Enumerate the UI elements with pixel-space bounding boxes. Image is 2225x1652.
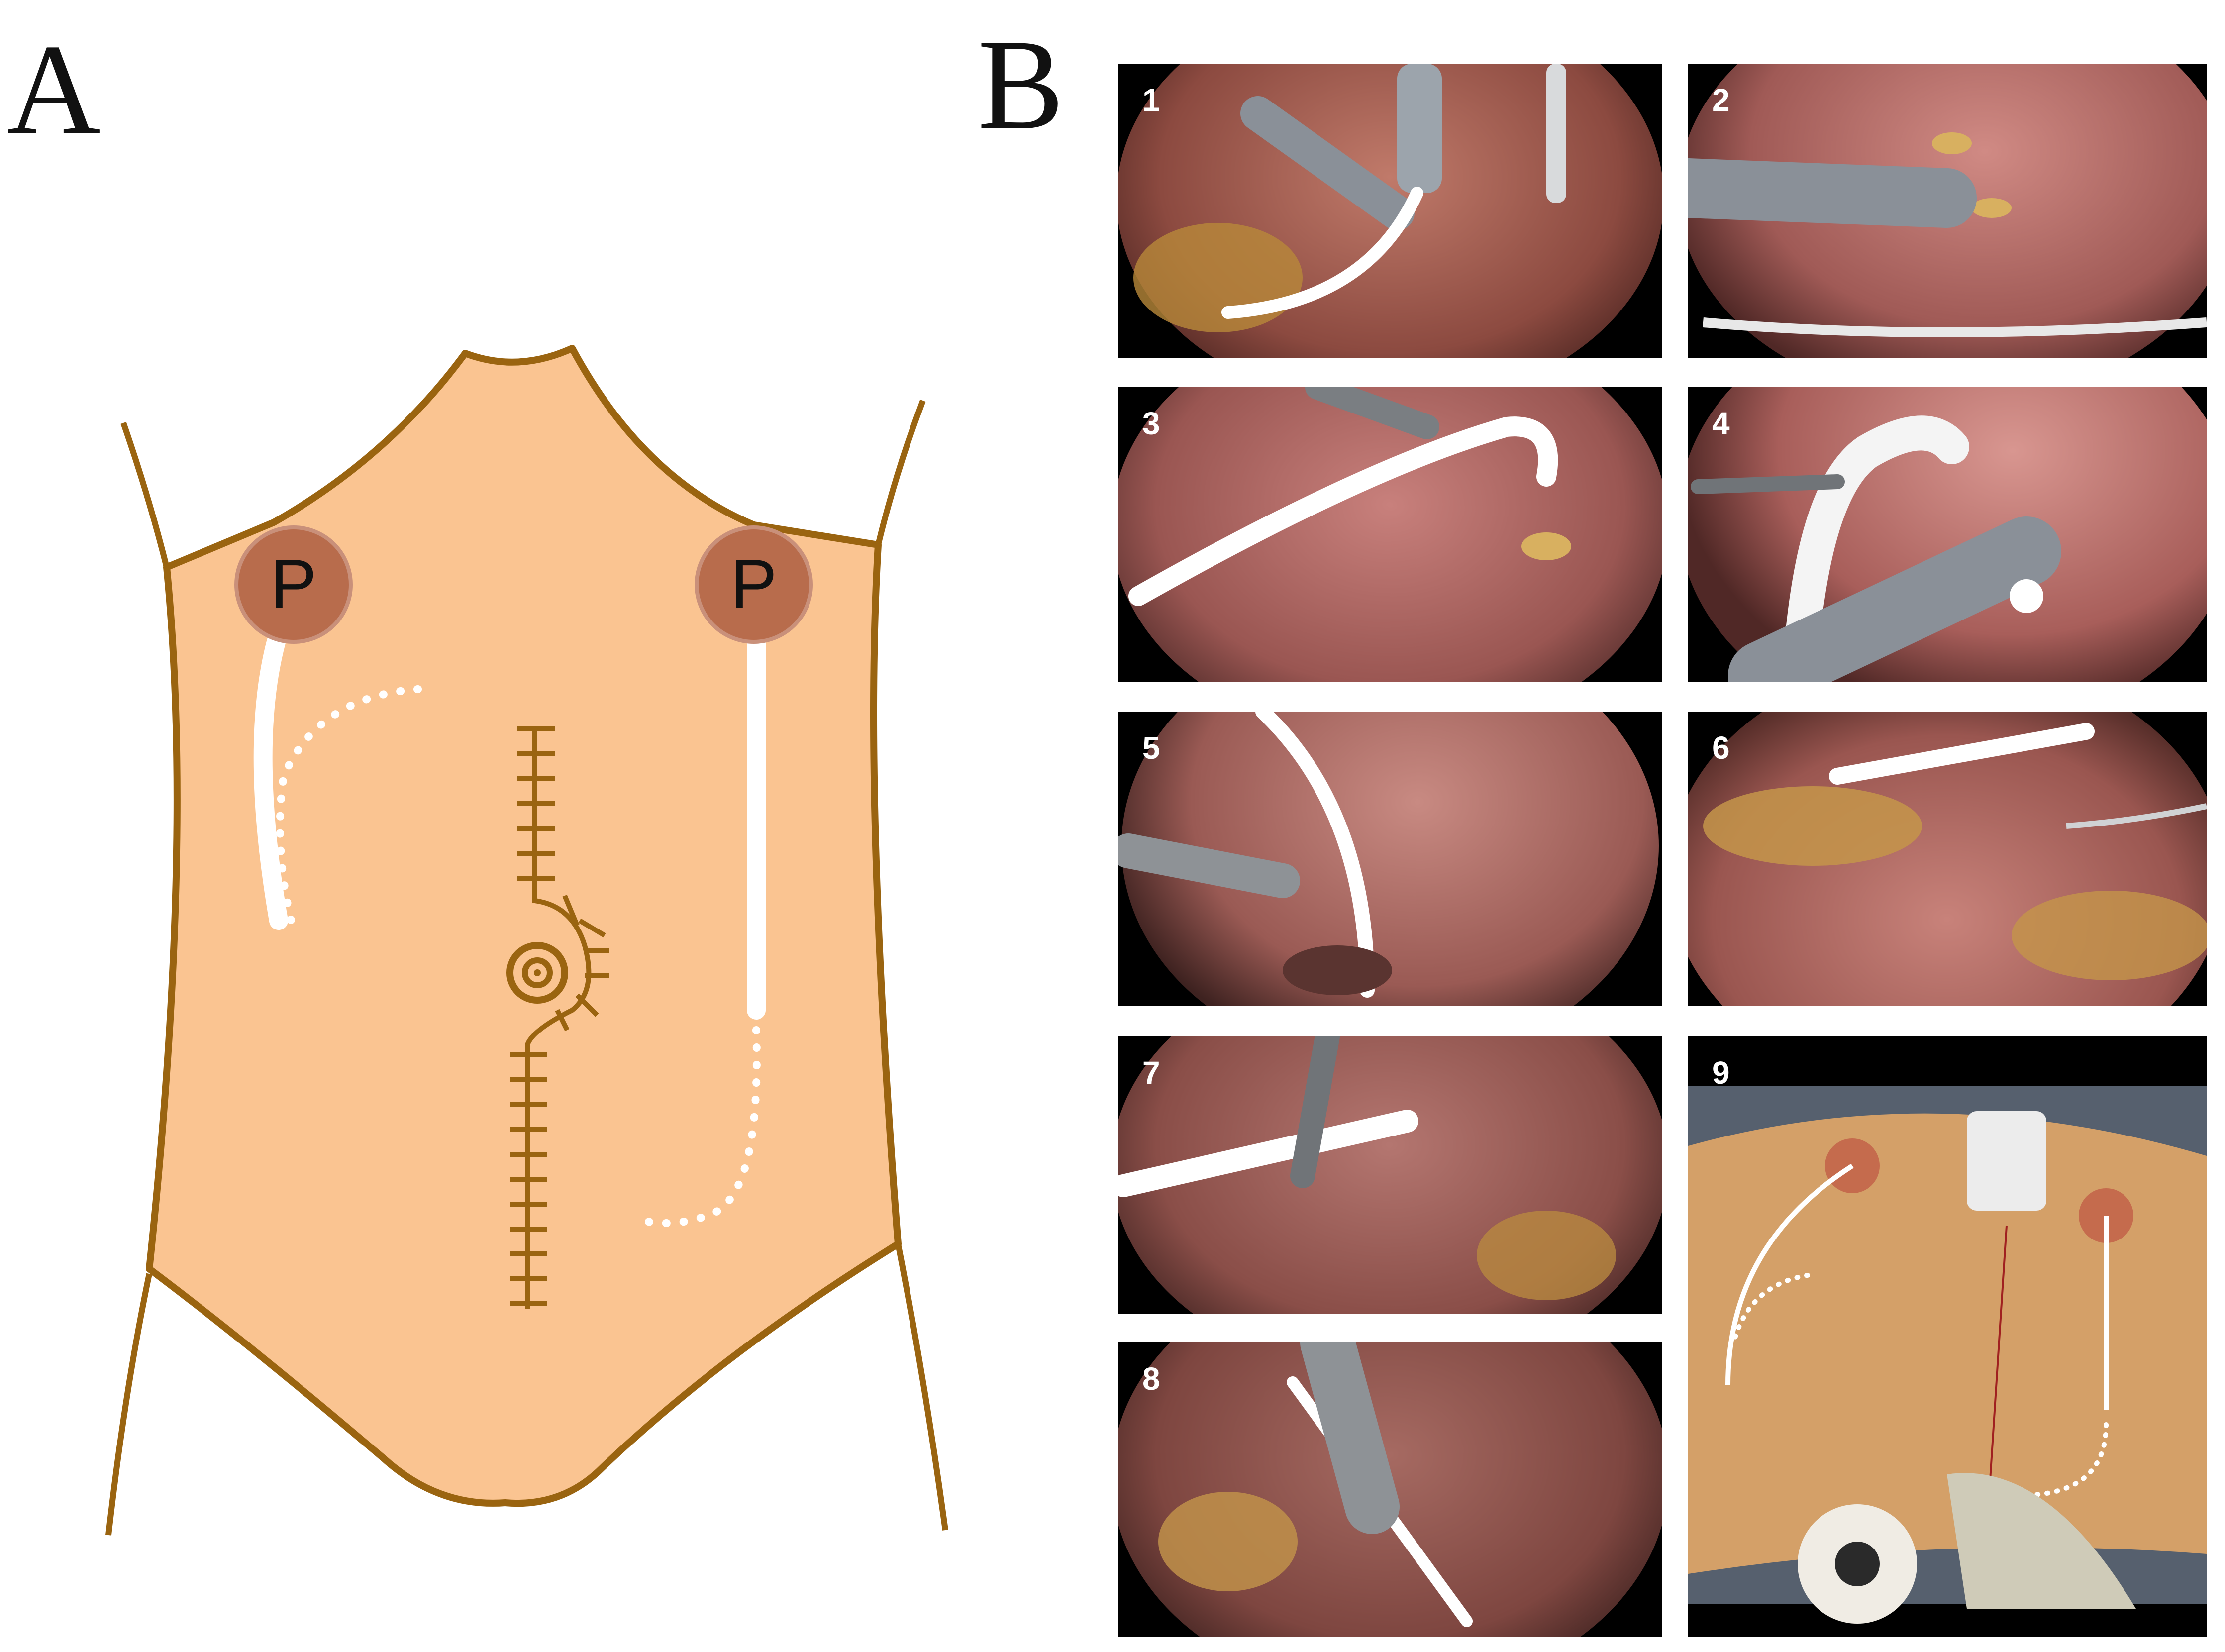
right-side-line xyxy=(895,1243,948,1531)
abdomen-diagram: P P xyxy=(105,345,948,1536)
laparoscopic-view-image xyxy=(1118,387,1662,682)
photo-number: 6 xyxy=(1712,730,1730,766)
photo-6: 6 xyxy=(1688,712,2207,1006)
laparoscopic-view-image xyxy=(1118,712,1659,1006)
photo-1: 1 xyxy=(1118,64,1662,358)
photo-number: 1 xyxy=(1142,82,1160,118)
photo-9: 9 xyxy=(1688,1036,2207,1637)
photo-number: 2 xyxy=(1712,82,1730,118)
left-port-label: P xyxy=(270,545,316,623)
laparoscopic-view-image xyxy=(1688,712,2207,1006)
photo-2: 2 xyxy=(1688,64,2207,358)
torso-outline xyxy=(146,345,902,1507)
photo-7: 7 xyxy=(1118,1036,1662,1314)
midline-suture xyxy=(510,726,609,1309)
photo-number: 3 xyxy=(1142,406,1160,441)
laparoscopic-view-image xyxy=(1118,1342,1662,1637)
left-arm-line xyxy=(120,422,170,568)
panel-b-letter: B xyxy=(978,13,1064,156)
photo-8: 8 xyxy=(1118,1342,1662,1637)
photo-number: 8 xyxy=(1142,1361,1160,1397)
laparoscopic-view-image xyxy=(1118,1036,1662,1314)
umbilicus-icon xyxy=(506,942,568,1004)
photo-number: 5 xyxy=(1142,730,1160,766)
right-port-circle xyxy=(695,525,813,644)
right-port-label: P xyxy=(730,545,777,623)
laparoscopic-view-image xyxy=(1118,64,1662,358)
left-drain-dotted xyxy=(276,685,422,925)
photo-5: 5 xyxy=(1118,712,1662,1006)
surgical-field-photo xyxy=(1688,1086,2207,1624)
left-port-circle xyxy=(234,525,353,644)
laparoscopic-view-image xyxy=(1688,64,2207,358)
panel-a-letter: A xyxy=(7,18,101,161)
left-side-line xyxy=(105,1273,152,1536)
photo-number: 9 xyxy=(1712,1055,1730,1091)
right-drain-dotted xyxy=(633,1026,761,1227)
photo-3: 3 xyxy=(1118,387,1662,682)
right-arm-line xyxy=(875,399,926,546)
photo-4: 4 xyxy=(1688,387,2207,682)
laparoscopic-view-image xyxy=(1688,387,2207,682)
left-drain xyxy=(253,632,288,930)
photo-number: 7 xyxy=(1142,1055,1160,1091)
photo-number: 4 xyxy=(1712,406,1730,441)
